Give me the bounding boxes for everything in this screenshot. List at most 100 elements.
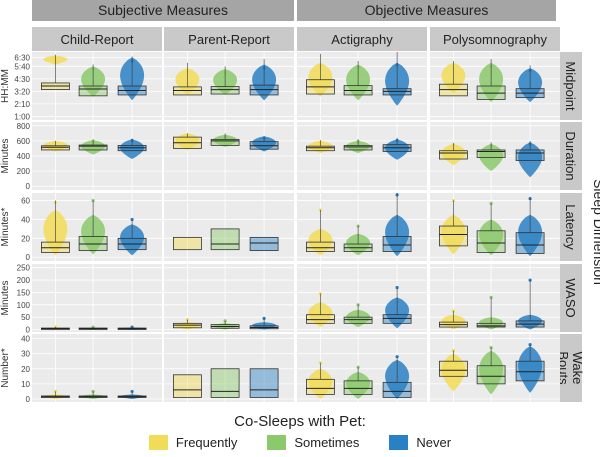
violin (346, 371, 371, 399)
column-strip-label: Actigraphy (331, 32, 393, 47)
box (210, 228, 240, 251)
legend: Co-Sleeps with Pet: Frequently Sometimes N… (0, 412, 600, 457)
y-tick-label: 0 (26, 326, 31, 335)
y-tick-label: 150 (17, 288, 31, 297)
box (515, 149, 545, 161)
box (438, 150, 468, 160)
panel-duration-psg (430, 122, 560, 190)
y-tick-label: 20 (21, 234, 30, 243)
outlier-point (451, 198, 455, 203)
panel-background (164, 264, 294, 332)
panel-duration-child (32, 122, 162, 190)
y-tick-label: 600 (17, 137, 31, 146)
box (305, 241, 335, 252)
box (172, 374, 202, 398)
box (515, 232, 545, 254)
violin (252, 136, 277, 152)
y-tick-label: 1:00 (14, 112, 30, 121)
legend-title: Co-Sleeps with Pet: (234, 413, 366, 430)
sleep-dimension-chart: Subjective Measures Objective MeasuresChi… (0, 0, 600, 404)
row-strip (558, 52, 582, 120)
panel-midpoint-child (32, 52, 162, 120)
y-tick-label: 800 (17, 122, 31, 131)
panel-latency-psg (430, 193, 560, 261)
box (382, 314, 412, 324)
y-tick-label: 0 (26, 395, 31, 404)
panel-background (32, 334, 162, 402)
legend-item: Frequently (148, 435, 238, 450)
panel-background (32, 264, 162, 332)
y-tick-label: 20 (21, 365, 30, 374)
panel-latency-parent (164, 193, 294, 261)
row-strip-label: WakeBouts (556, 351, 585, 385)
panel-waso-psg (430, 264, 560, 332)
panel-midpoint-acti (297, 52, 427, 120)
violin (479, 350, 504, 395)
y-tick-label: 50 (21, 313, 30, 322)
violin (120, 224, 145, 256)
box (438, 225, 468, 247)
y-tick-label: 0 (26, 253, 31, 262)
panel-midpoint-parent (164, 52, 294, 120)
panel-latency-child (32, 193, 162, 261)
y-tick-label: 5:40 (14, 62, 30, 71)
y-axis-label: Number* (0, 348, 11, 388)
column-strip (164, 27, 294, 51)
box (249, 368, 279, 398)
y-tick-label: 400 (17, 152, 31, 161)
group-strip (32, 0, 294, 21)
y-tick-label: 6:30 (14, 53, 30, 62)
y-tick-label: 60 (21, 197, 30, 206)
box (210, 86, 240, 95)
legend-label: Never (416, 435, 452, 450)
column-strip-label: Child-Report (61, 32, 134, 47)
panel-duration-parent (164, 122, 294, 190)
violin (518, 142, 543, 178)
legend-label: Sometimes (294, 435, 360, 450)
panel-wake-child (32, 334, 162, 402)
box (210, 138, 240, 146)
panel-wake-acti (297, 334, 427, 402)
panel-duration-acti (297, 122, 427, 190)
column-strip (430, 27, 560, 51)
legend-item: Sometimes (267, 435, 359, 450)
y-tick-label: 200 (17, 276, 31, 285)
outlier-point (356, 224, 360, 228)
violin (518, 314, 543, 330)
panel-wake-psg (430, 334, 560, 402)
box (515, 360, 545, 382)
violin (308, 140, 333, 153)
box (172, 236, 202, 251)
group-strip-label: Objective Measures (365, 2, 489, 18)
legend-label: Frequently (175, 435, 238, 450)
y-tick-label: 4:30 (14, 75, 30, 84)
outlier-point (91, 198, 95, 203)
y-axis-label: HH:MM (0, 69, 11, 103)
column-strip (297, 27, 427, 51)
violin (346, 233, 371, 256)
column-strip-label: Polysomnography (443, 32, 548, 47)
y-axis-label: Minutes (0, 138, 11, 173)
violin (518, 214, 543, 257)
panel-latency-acti (297, 193, 427, 261)
box (476, 230, 506, 253)
outlier-point (130, 217, 134, 222)
column-strip-label: Parent-Report (188, 32, 270, 47)
row-strip (558, 334, 582, 402)
column-strip (32, 27, 162, 51)
box (78, 144, 108, 151)
row-strip (558, 122, 582, 190)
y-tick-label: 30 (21, 350, 30, 359)
panel-midpoint-psg (430, 52, 560, 120)
group-strip-label: Subjective Measures (98, 2, 228, 18)
violin (120, 139, 145, 159)
violin (441, 143, 466, 166)
y-tick-label: 100 (17, 301, 31, 310)
y-tick-label: 3:20 (14, 87, 30, 96)
box (305, 314, 335, 324)
panel-wake-parent (164, 334, 294, 402)
violin (441, 353, 466, 392)
panel-background (164, 334, 294, 402)
row-strip-label: WASO (563, 278, 578, 317)
box (305, 145, 335, 152)
